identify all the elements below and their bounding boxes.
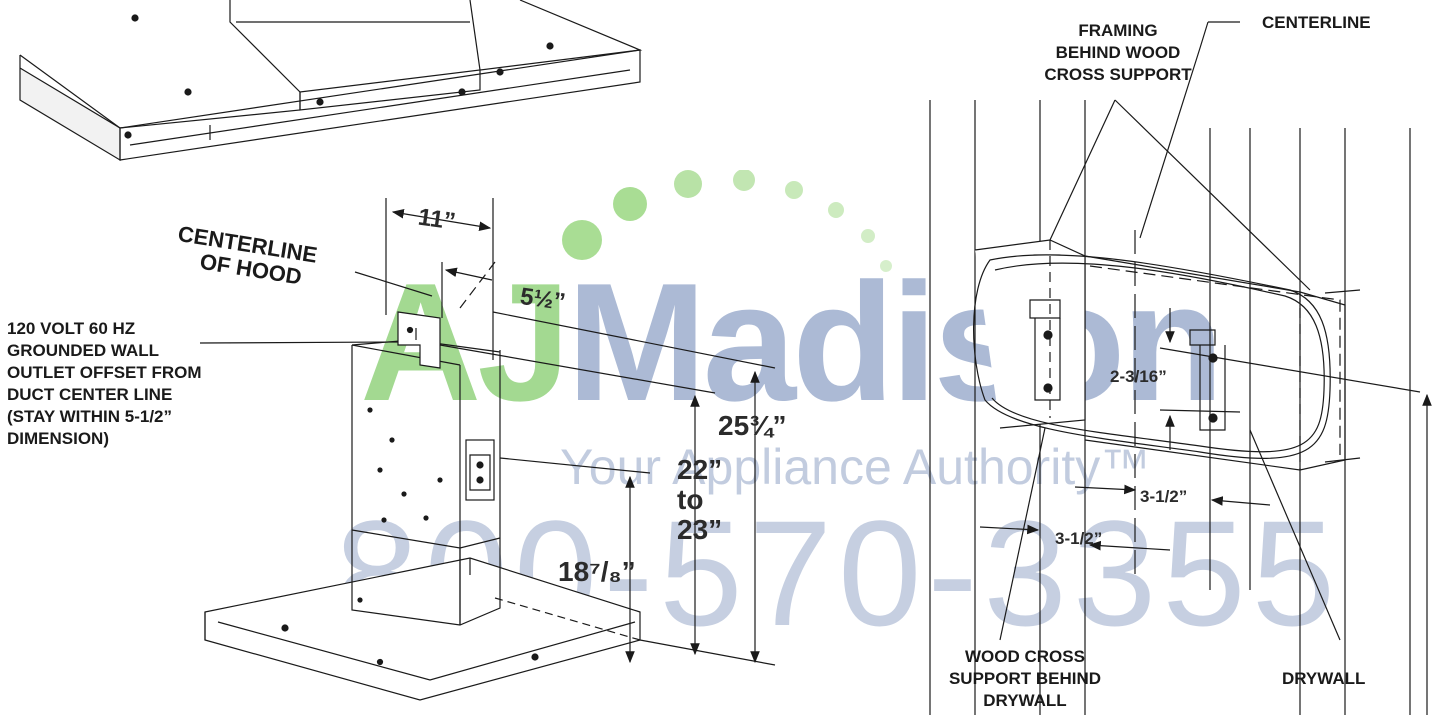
hood-chimney-view (204, 311, 641, 701)
framing-label-line-2: BEHIND WOOD (1055, 43, 1181, 62)
framing-label-line-1: FRAMING (1078, 21, 1158, 40)
centerline-label: CENTERLINE (1262, 13, 1371, 32)
dim-5-1-2: 5½” (518, 282, 568, 317)
wood-cross-label-line-3: DRYWALL (983, 691, 1067, 710)
outlet-label-line-1: 120 VOLT 60 HZ (7, 319, 136, 338)
drywall-label: DRYWALL (1282, 669, 1366, 688)
outlet-label-line-2: GROUNDED WALL (7, 341, 160, 360)
wood-cross-label-line-1: WOOD CROSS (965, 647, 1085, 666)
dim-11: 11” (416, 203, 458, 236)
dim-22-line-3: 23” (677, 514, 723, 545)
outlet-label-line-3: OUTLET OFFSET FROM (7, 363, 202, 382)
dim-3-1-2-upper: 3-1/2” (1140, 487, 1188, 506)
outlet-label-line-6: DIMENSION) (7, 429, 109, 448)
hood-top-view (19, 0, 643, 162)
wall-framing (929, 21, 1432, 715)
outlet-label: 120 VOLT 60 HZ GROUNDED WALL OUTLET OFFS… (7, 318, 202, 450)
wood-cross-label: WOOD CROSS SUPPORT BEHIND DRYWALL (905, 646, 1145, 712)
dim-22-line-1: 22” (677, 454, 723, 485)
dim-25-3-4: 25¾” (718, 410, 787, 441)
dim-3-1-2-lower: 3-1/2” (1055, 529, 1103, 548)
outlet-label-line-4: DUCT CENTER LINE (7, 385, 173, 404)
dim-22-line-2: to (677, 484, 704, 515)
outlet-label-line-5: (STAY WITHIN 5-1/2” (7, 407, 172, 426)
dim-22-to-23: 22” to 23” (677, 455, 722, 545)
wood-cross-label-line-2: SUPPORT BEHIND (948, 669, 1102, 688)
left-dimension-lines (199, 198, 776, 666)
dim-2-3-16: 2-3/16” (1110, 367, 1167, 386)
dim-18-7-8: 18⁷/₈” (558, 556, 636, 587)
framing-label-line-3: CROSS SUPPORT (1044, 65, 1192, 84)
framing-label: FRAMING BEHIND WOOD CROSS SUPPORT (1018, 20, 1218, 86)
